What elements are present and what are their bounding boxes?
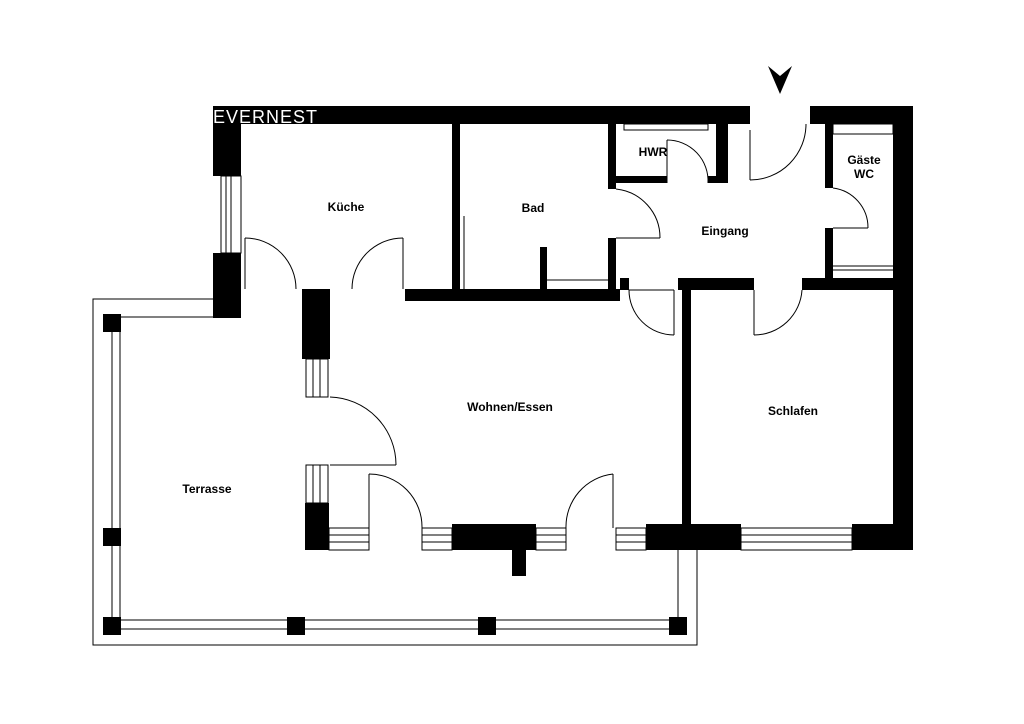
room-label-bad: Bad	[522, 201, 545, 215]
doors	[244, 123, 869, 529]
room-label-wc: WC	[854, 167, 874, 181]
room-label-eingang: Eingang	[701, 224, 748, 238]
entrance-arrow-icon	[768, 66, 792, 94]
room-label-schlafen: Schlafen	[768, 404, 818, 418]
walls	[213, 106, 913, 576]
room-label-wohnen: Wohnen/Essen	[467, 400, 553, 414]
room-label-gaeste: Gäste	[847, 153, 881, 167]
terrace	[92, 298, 698, 646]
terrace-columns	[103, 314, 687, 635]
windows	[220, 123, 894, 551]
brand-logo: EVERNEST	[213, 107, 318, 127]
room-label-kueche: Küche	[328, 200, 365, 214]
room-label-terrasse: Terrasse	[182, 482, 231, 496]
room-label-hwr: HWR	[639, 145, 668, 159]
